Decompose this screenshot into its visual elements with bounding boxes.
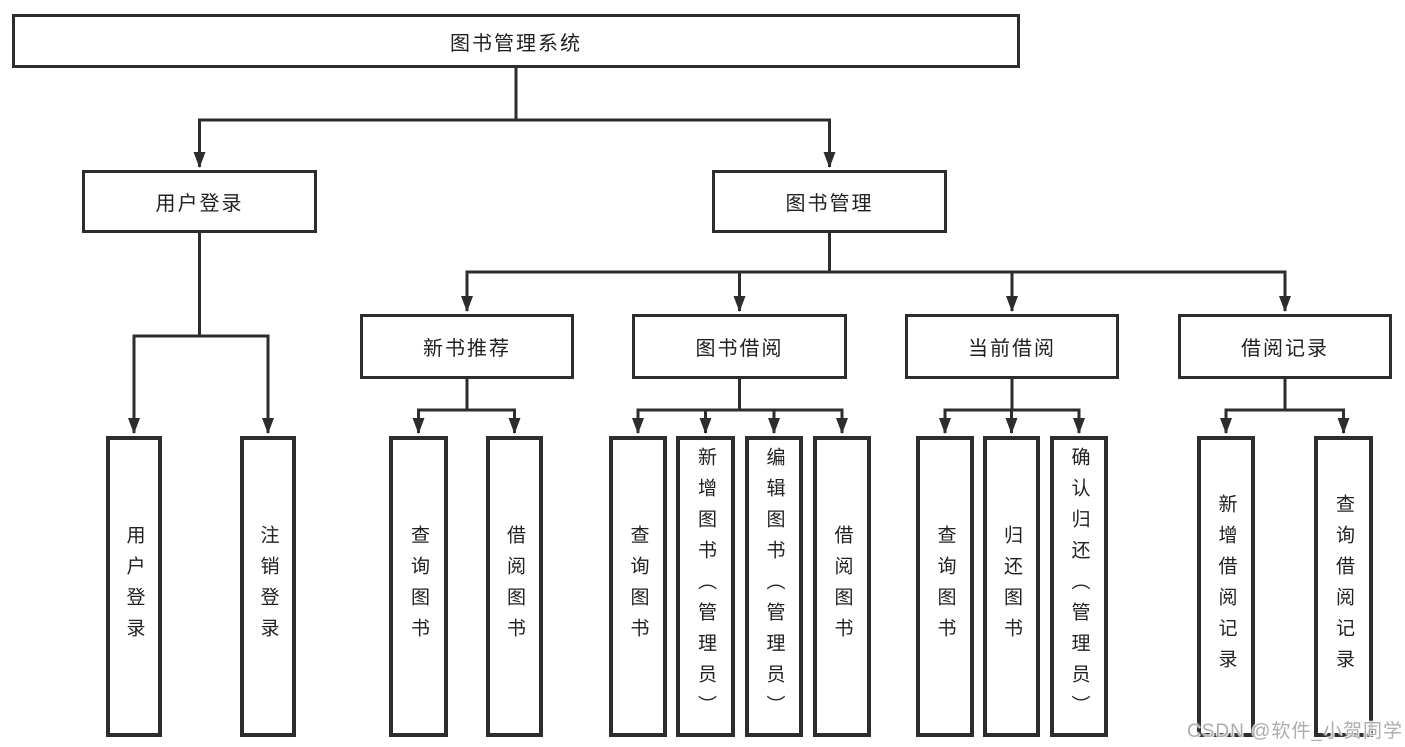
- node-label: 查询图书: [934, 524, 956, 649]
- node-user-login: 用户登录: [82, 170, 317, 233]
- leaf-return-books: 归还图书: [983, 436, 1040, 737]
- leaf-add-borrow-record: 新增借阅记录: [1197, 436, 1255, 737]
- node-label: 借阅图书: [504, 524, 525, 649]
- node-label: 编辑图书（管理员）: [763, 447, 785, 726]
- edge-root-trunk: [198, 67, 831, 122]
- leaf-query-borrow-record: 查询借阅记录: [1314, 436, 1373, 737]
- node-label: 查询借阅记录: [1333, 493, 1354, 680]
- node-label: 用户登录: [123, 524, 145, 649]
- edge-newBookRec-trunk: [417, 379, 516, 412]
- node-label: 新书推荐: [423, 338, 511, 360]
- node-label: 图书管理: [785, 193, 874, 215]
- leaf-query-books: 查询图书: [609, 436, 667, 737]
- node-label: 新增借阅记录: [1215, 493, 1237, 680]
- node-book-borrowing: 图书借阅: [632, 314, 847, 379]
- edge-borrowRecord-trunk: [1224, 379, 1345, 412]
- edge-bookBorrow-trunk: [636, 379, 844, 412]
- edge-bookMgmt-trunk: [465, 233, 1287, 274]
- node-label: 借阅记录: [1241, 338, 1329, 360]
- leaf-add-books-admin: 新增图书（管理员）: [676, 436, 735, 737]
- node-book-management: 图书管理: [712, 170, 947, 233]
- leaf-borrow-books: 借阅图书: [486, 436, 543, 737]
- leaf-confirm-return-admin: 确认归还（管理员）: [1050, 436, 1108, 737]
- node-label: 当前借阅: [968, 338, 1056, 360]
- leaf-borrow-books: 借阅图书: [813, 436, 871, 737]
- node-label: 查询图书: [408, 524, 429, 649]
- node-label: 确认归还（管理员）: [1068, 447, 1090, 726]
- leaf-edit-books-admin: 编辑图书（管理员）: [745, 436, 803, 737]
- node-borrow-records: 借阅记录: [1178, 314, 1392, 379]
- node-current-borrowing: 当前借阅: [905, 314, 1119, 379]
- node-label: 新增图书（管理员）: [695, 447, 716, 726]
- leaf-user-login: 用户登录: [106, 436, 162, 737]
- node-new-book-recommendation: 新书推荐: [360, 314, 574, 379]
- node-label: 用户登录: [155, 193, 244, 215]
- node-label: 归还图书: [1001, 524, 1022, 649]
- edge-userLogin-trunk: [132, 233, 270, 338]
- edge-currentBorrow-trunk: [943, 379, 1081, 412]
- node-label: 注销登录: [257, 524, 279, 649]
- leaf-query-books: 查询图书: [916, 436, 974, 737]
- leaf-query-books: 查询图书: [389, 436, 448, 737]
- csdn-watermark: CSDN @软件_小贺同学: [1187, 721, 1403, 742]
- node-label: 图书借阅: [695, 338, 784, 360]
- node-label: 图书管理系统: [450, 32, 582, 55]
- leaf-logout: 注销登录: [240, 436, 296, 737]
- node-label: 查询图书: [627, 524, 649, 649]
- node-library-management-system: 图书管理系统: [12, 14, 1020, 68]
- node-label: 借阅图书: [831, 524, 853, 649]
